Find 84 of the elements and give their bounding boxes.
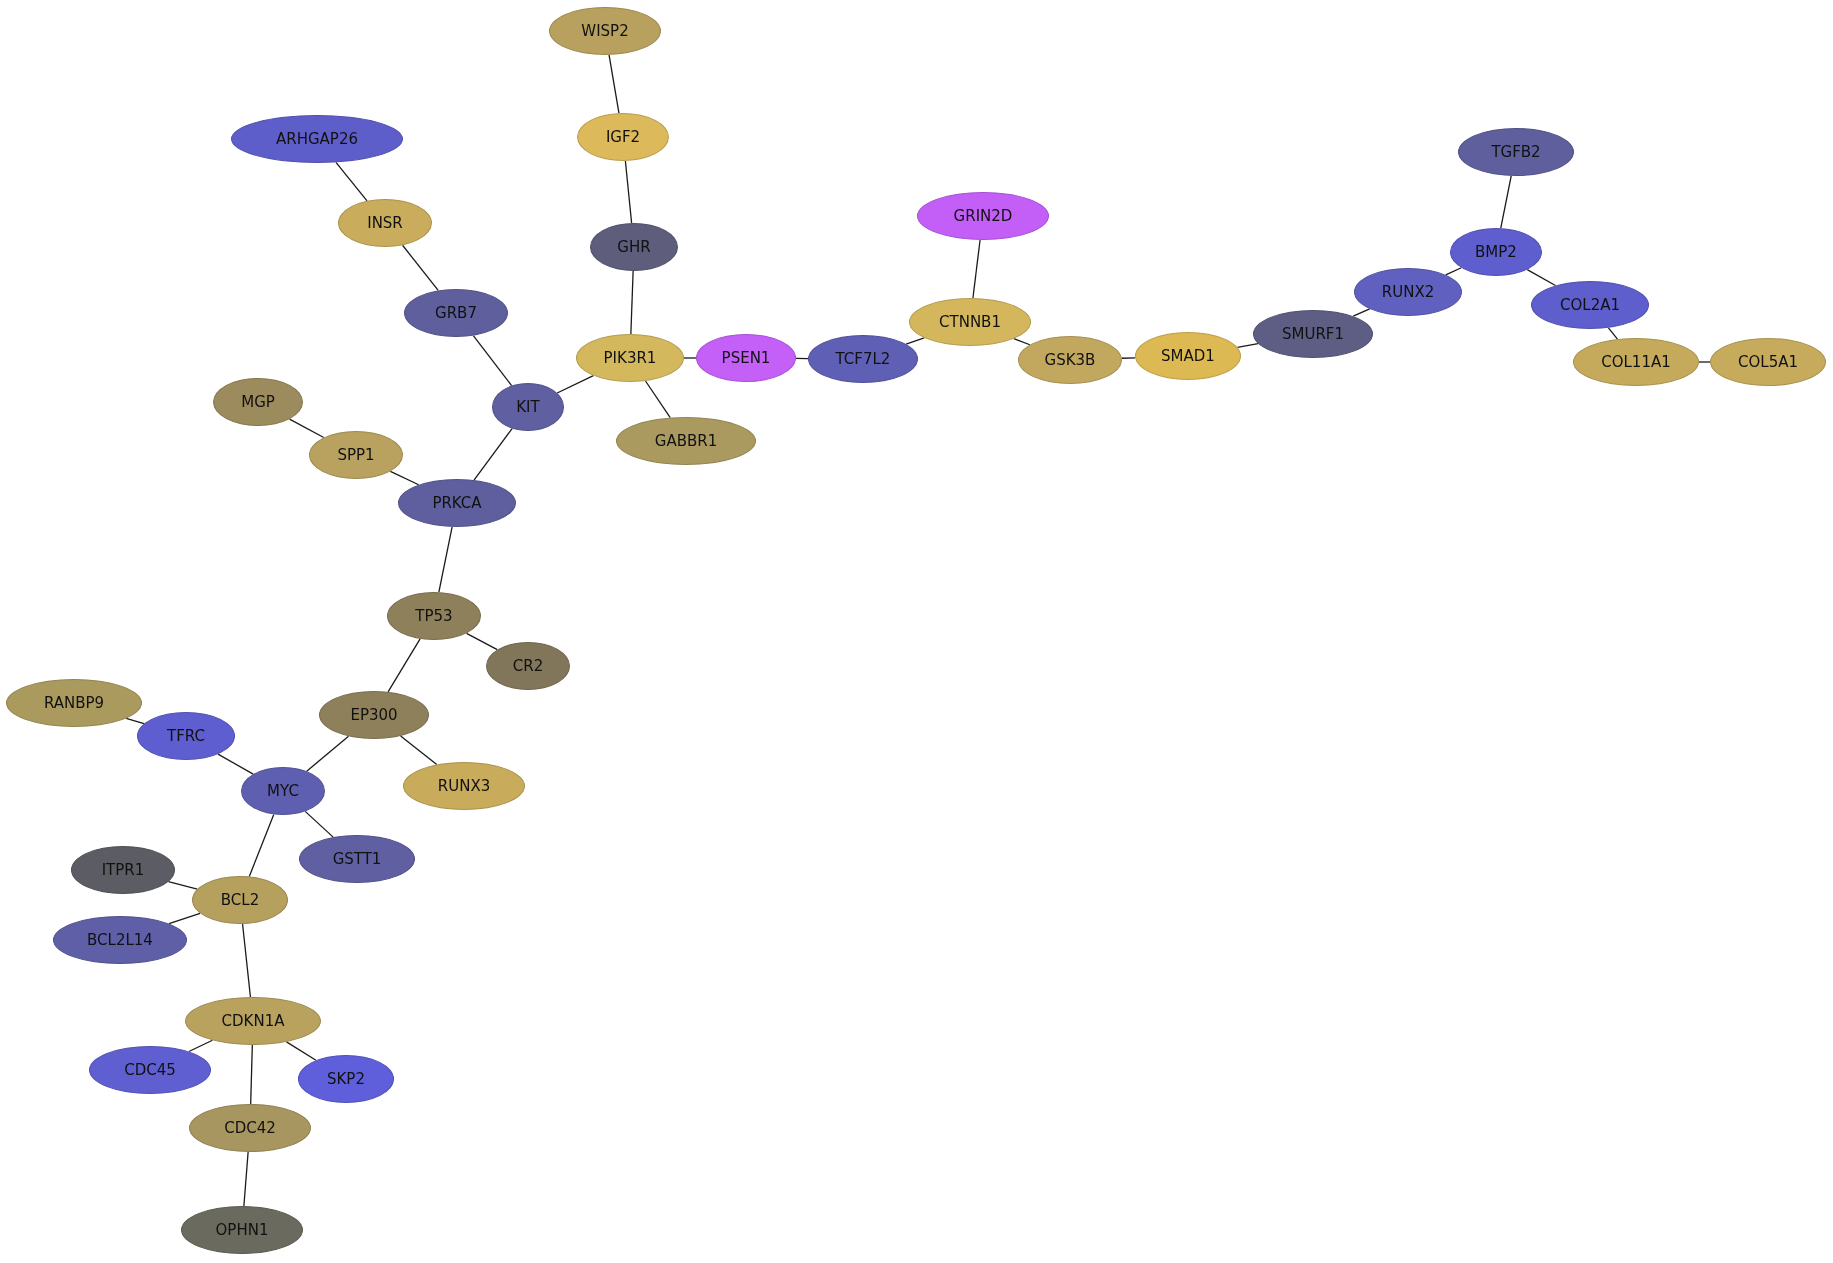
gene-label: COL2A1 bbox=[1560, 296, 1620, 314]
gene-label: CDKN1A bbox=[221, 1012, 285, 1030]
gene-node bbox=[309, 431, 403, 479]
edge-line bbox=[306, 735, 350, 772]
gene-label: TFRC bbox=[167, 727, 205, 745]
edge-line bbox=[389, 470, 420, 486]
edge-line bbox=[1013, 338, 1031, 346]
gene-label: KIT bbox=[516, 398, 540, 416]
edge-line bbox=[465, 632, 498, 651]
edge-line bbox=[644, 380, 671, 419]
edge-line bbox=[217, 753, 254, 775]
gene-label: RUNX3 bbox=[437, 777, 491, 795]
gene-label: PSEN1 bbox=[721, 349, 771, 367]
gene-label: GRIN2D bbox=[953, 207, 1013, 225]
gene-label: SMURF1 bbox=[1281, 325, 1344, 343]
edge-line bbox=[608, 54, 620, 114]
gene-node bbox=[137, 712, 235, 760]
edge-line bbox=[472, 335, 513, 387]
gene-label: GHR bbox=[617, 238, 651, 256]
gene-label: COL11A1 bbox=[1601, 353, 1671, 371]
edge-line bbox=[399, 735, 438, 766]
gene-node bbox=[1450, 228, 1542, 276]
gene-label: IGF2 bbox=[605, 128, 641, 146]
edge-line bbox=[285, 1041, 317, 1061]
edge-line bbox=[795, 357, 809, 360]
gene-node bbox=[241, 767, 325, 815]
edge-line bbox=[1698, 361, 1711, 363]
gene-label: PIK3R1 bbox=[603, 349, 657, 367]
gene-label: MGP bbox=[241, 393, 275, 411]
edge-line bbox=[905, 337, 925, 345]
gene-label: OPHN1 bbox=[215, 1221, 269, 1239]
gene-label: TGFB2 bbox=[1491, 143, 1541, 161]
gene-label: COL5A1 bbox=[1738, 353, 1798, 371]
gene-label: WISP2 bbox=[581, 22, 629, 40]
edge-line bbox=[168, 912, 201, 925]
gene-label: SKP2 bbox=[327, 1070, 365, 1088]
gene-label: GRB7 bbox=[435, 304, 477, 322]
edge-line bbox=[630, 270, 634, 335]
gene-node bbox=[486, 642, 570, 690]
gene-label: GABBR1 bbox=[654, 432, 718, 450]
gene-label: SPP1 bbox=[337, 446, 375, 464]
gene-label: BCL2L14 bbox=[87, 931, 153, 949]
edge-line bbox=[1526, 268, 1557, 287]
edge-line bbox=[188, 1039, 214, 1053]
gene-label: RUNX2 bbox=[1381, 283, 1435, 301]
edge-line bbox=[1445, 267, 1462, 276]
edge-line bbox=[241, 923, 252, 998]
edge-line bbox=[387, 638, 421, 693]
gene-label: TCF7L2 bbox=[835, 350, 891, 368]
gene-label: INSR bbox=[367, 214, 403, 232]
gene-label: RANBP9 bbox=[43, 694, 105, 712]
edge-line bbox=[243, 1151, 249, 1207]
gene-label: EP300 bbox=[350, 706, 398, 724]
gene-label: CR2 bbox=[512, 657, 544, 675]
edge-line bbox=[473, 427, 513, 481]
edge-line bbox=[288, 418, 325, 439]
gene-label: SMAD1 bbox=[1161, 347, 1215, 365]
edge-line bbox=[683, 357, 697, 359]
gene-label: PRKCA bbox=[432, 494, 482, 512]
gene-label: GSK3B bbox=[1044, 351, 1096, 369]
edge-line bbox=[248, 813, 275, 878]
gene-label: CTNNB1 bbox=[939, 313, 1001, 331]
gene-node bbox=[1018, 336, 1122, 384]
gene-label: BMP2 bbox=[1475, 243, 1517, 261]
edge-line bbox=[304, 810, 334, 838]
gene-node bbox=[192, 876, 288, 924]
edge-line bbox=[1500, 175, 1512, 229]
gene-label: CDC45 bbox=[124, 1061, 176, 1079]
edge-line bbox=[438, 526, 453, 593]
gene-label: BCL2 bbox=[220, 891, 260, 909]
gene-label: GSTT1 bbox=[332, 850, 382, 868]
gene-label: ARHGAP26 bbox=[276, 130, 358, 148]
gene-label: ITPR1 bbox=[101, 861, 145, 879]
edge-line bbox=[250, 1044, 253, 1105]
edge-line bbox=[972, 239, 981, 299]
edge-line bbox=[1352, 308, 1371, 317]
edge-line bbox=[1607, 327, 1619, 340]
edge-line bbox=[624, 160, 633, 224]
gene-label: TP53 bbox=[415, 607, 453, 625]
gene-node bbox=[492, 383, 564, 431]
gene-label: CDC42 bbox=[224, 1119, 276, 1137]
gene-node bbox=[808, 335, 918, 383]
edge-line bbox=[1121, 357, 1136, 359]
gene-label: MYC bbox=[267, 782, 299, 800]
